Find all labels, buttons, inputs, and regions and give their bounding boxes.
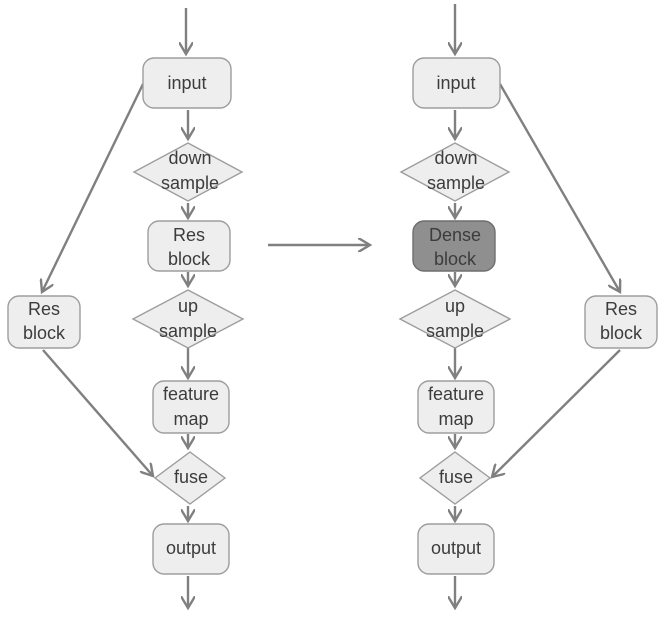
left-fuse-node: fuse — [153, 451, 227, 505]
left-res-block-label-line2: block — [168, 249, 211, 269]
right-input-node: input — [412, 57, 501, 109]
right-input-label: input — [436, 73, 475, 93]
right-feature-map-node: feature map — [417, 380, 495, 434]
right-skip-res-block-label-line2: block — [600, 323, 643, 343]
left-skip-res-block-label-line2: block — [23, 323, 66, 343]
left-skip-down-arrow — [42, 83, 145, 292]
left-up-sample-node: up sample — [131, 289, 245, 349]
left-skip-up-arrow — [42, 349, 153, 476]
left-res-block-node: Res block — [147, 220, 231, 272]
right-output-node: output — [417, 523, 495, 575]
left-feature-map-label-line1: feature — [163, 384, 219, 404]
left-down-sample-node: down sample — [132, 142, 244, 202]
left-input-node: input — [142, 57, 232, 109]
right-skip-down-arrow — [498, 83, 620, 292]
right-feature-map-label-line2: map — [438, 409, 473, 429]
left-fuse-label: fuse — [174, 467, 208, 487]
right-output-label: output — [431, 538, 481, 558]
right-skip-res-block-label-line1: Res — [605, 299, 637, 319]
right-fuse-node: fuse — [418, 451, 492, 505]
left-down-sample-label-line2: sample — [161, 173, 219, 193]
left-flow: input down sample Res block up sample fe… — [7, 8, 245, 608]
right-skip-res-block-node: Res block — [584, 295, 658, 349]
left-input-label: input — [167, 73, 206, 93]
left-down-sample-label-line1: down — [168, 148, 211, 168]
left-res-block-label-line1: Res — [173, 225, 205, 245]
right-up-sample-label-line1: up — [445, 296, 465, 316]
right-feature-map-label-line1: feature — [428, 384, 484, 404]
right-fuse-label: fuse — [439, 467, 473, 487]
right-flow: input down sample Dense block up sample … — [398, 4, 658, 608]
right-down-sample-label-line1: down — [434, 148, 477, 168]
right-dense-block-node: Dense block — [412, 220, 496, 272]
right-dense-block-label-line1: Dense — [429, 225, 481, 245]
left-output-label: output — [166, 538, 216, 558]
left-up-sample-label-line1: up — [178, 296, 198, 316]
left-skip-res-block-label-line1: Res — [28, 299, 60, 319]
left-up-sample-label-line2: sample — [159, 321, 217, 341]
right-dense-block-label-line2: block — [434, 249, 477, 269]
right-down-sample-label-line2: sample — [427, 173, 485, 193]
left-feature-map-label-line2: map — [173, 409, 208, 429]
right-down-sample-node: down sample — [399, 142, 511, 202]
left-skip-res-block-node: Res block — [7, 295, 81, 349]
right-skip-up-arrow — [492, 349, 621, 477]
left-feature-map-node: feature map — [152, 380, 230, 434]
right-up-sample-label-line2: sample — [426, 321, 484, 341]
right-up-sample-node: up sample — [398, 289, 512, 349]
left-output-node: output — [152, 523, 230, 575]
